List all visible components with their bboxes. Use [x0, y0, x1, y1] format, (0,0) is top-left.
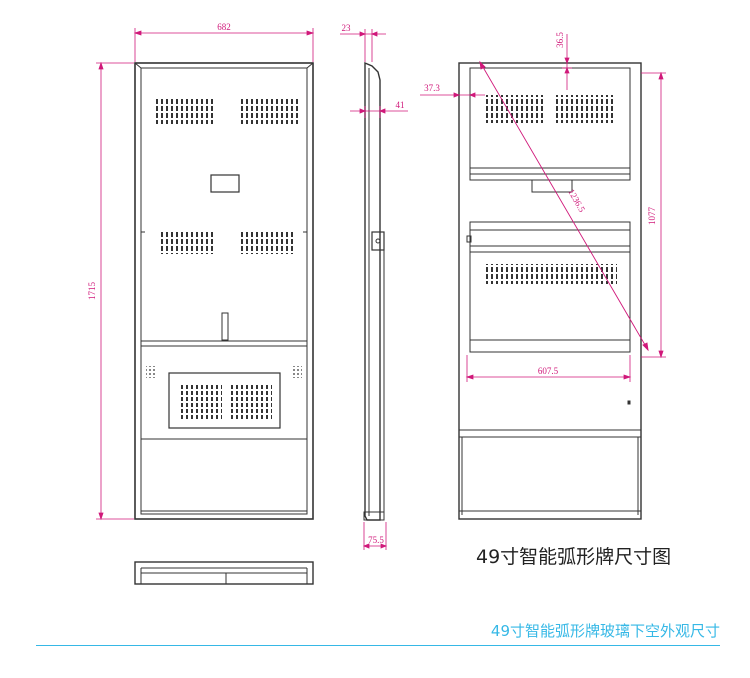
- speaker-grille: [292, 366, 302, 378]
- front-height-dimension: [96, 61, 134, 521]
- vent-grille: [486, 95, 544, 123]
- rear-top-offset-dimension: [562, 34, 572, 90]
- divider-line: [36, 645, 720, 646]
- rear-panel-width-label: 607.5: [538, 366, 559, 376]
- rear-access-panel: [168, 372, 281, 429]
- rear-panel-height-dimension: [641, 71, 666, 359]
- front-width-dimension: [133, 28, 315, 62]
- rear-diagonal-dimension: [479, 60, 649, 352]
- page-subtitle: 49寸智能弧形牌玻璃下空外观尺寸: [490, 622, 720, 640]
- side-base-dimension: [362, 522, 388, 550]
- rear-side-offset-dimension: [420, 92, 485, 98]
- vent-grille: [153, 98, 213, 124]
- speaker-grille: [146, 366, 156, 378]
- front-width-label: 682: [217, 22, 231, 32]
- rear-view: [458, 62, 642, 520]
- front-view: [134, 62, 314, 520]
- vent-grille: [238, 98, 298, 124]
- vent-grille: [555, 95, 613, 123]
- side-bracket-label: 41: [396, 100, 405, 110]
- side-bracket-dimension: [350, 106, 408, 118]
- side-base-label: 75.5: [368, 535, 384, 545]
- front-height-label: 1715: [87, 282, 97, 301]
- vent-grille: [160, 230, 213, 254]
- rear-panel-height-label: 1077: [647, 207, 657, 226]
- vent-grille: [238, 230, 293, 254]
- rear-side-offset-label: 37.3: [424, 83, 440, 93]
- side-view: [363, 61, 385, 521]
- wall-bracket: [371, 231, 385, 251]
- vent-grille: [484, 264, 617, 284]
- drawing-caption: 49寸智能弧形牌尺寸图: [476, 546, 672, 568]
- bottom-view: [134, 561, 314, 585]
- rear-diagonal-label: 1236.5: [566, 187, 587, 214]
- side-depth-label: 23: [342, 23, 352, 33]
- label-plate: [210, 174, 240, 193]
- rear-panel-width-dimension: [465, 355, 632, 382]
- side-depth-dimension: [340, 29, 386, 62]
- rear-top-offset-label: 36.5: [555, 32, 565, 48]
